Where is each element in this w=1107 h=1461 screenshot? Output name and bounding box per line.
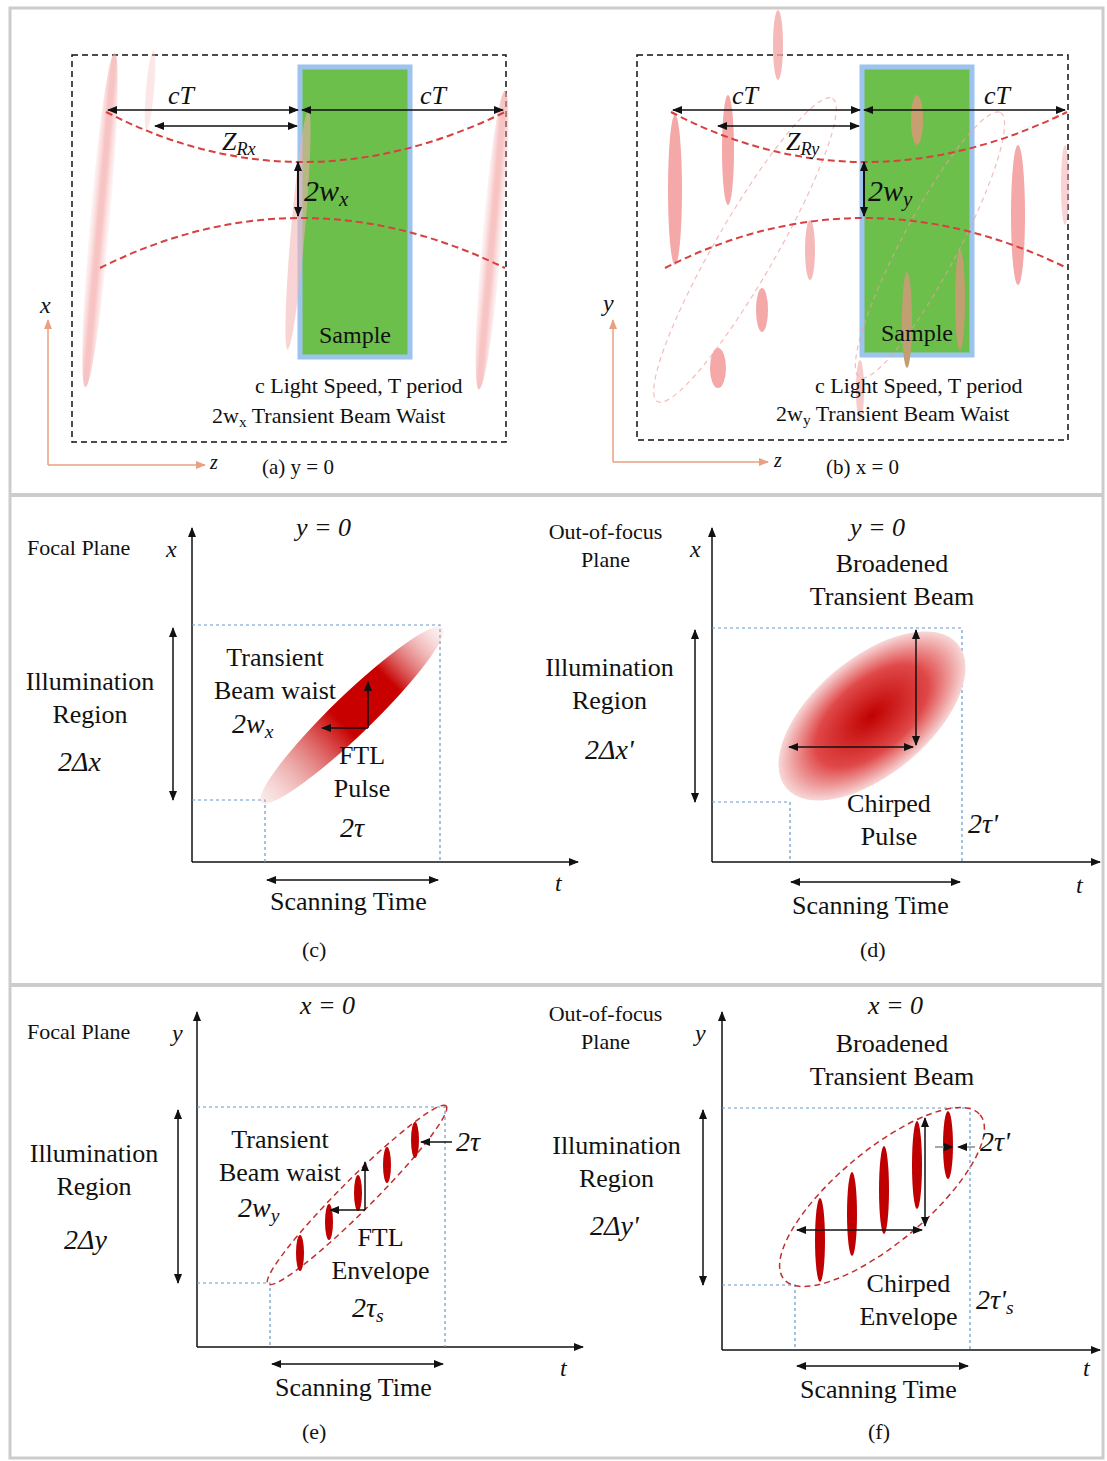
symbol-label: cT (168, 80, 194, 113)
symbol-label: x (40, 290, 51, 320)
text-label: (c) (302, 936, 326, 964)
text-label: Scanning Time (270, 886, 427, 919)
text-label: Scanning Time (792, 890, 949, 923)
text-label: (d) (860, 936, 886, 964)
text-label: (f) (868, 1418, 890, 1446)
text-label: FTL Pulse (322, 740, 402, 805)
text-label: (a) y = 0 (262, 454, 334, 480)
symbol-label: y = 0 (850, 512, 905, 545)
text-label: Scanning Time (800, 1374, 957, 1407)
sample-box: Sample (300, 67, 410, 357)
symbol-label: 2τ's (976, 1282, 1014, 1317)
symbol-label: y (603, 288, 614, 318)
symbol-label: 2Δx (58, 744, 101, 779)
text-label: (e) (302, 1418, 326, 1446)
symbol-label: 2τs (352, 1290, 384, 1325)
symbol-label: y (695, 1018, 706, 1048)
text-label: Scanning Time (275, 1372, 432, 1405)
symbol-label: cT (420, 80, 446, 113)
symbol-label: z (210, 450, 218, 475)
text-label: Broadened Transient Beam (792, 1028, 992, 1093)
text-label: Chirped Pulse (834, 788, 944, 853)
symbol-label: 2τ' (968, 806, 998, 841)
symbol-label: ZRx (222, 126, 256, 159)
text-label: c Light Speed, T period (815, 372, 1023, 400)
text-label: FTL Envelope (318, 1222, 443, 1287)
symbol-label: t (1076, 870, 1083, 900)
symbol-label: x = 0 (300, 990, 355, 1023)
symbol-label: 2τ' (980, 1124, 1010, 1159)
symbol-label: 2Δy (64, 1222, 107, 1257)
node-label: Sample (881, 320, 953, 347)
node-label: Sample (319, 322, 391, 349)
symbol-label: 2Δy' (590, 1208, 639, 1243)
symbol-label: t (555, 868, 562, 898)
symbol-label: ZRy (786, 126, 819, 159)
text-label: Illumination Region (14, 1138, 174, 1203)
symbol-label: y = 0 (296, 512, 351, 545)
text-label: Out-of-focus Plane (533, 1000, 678, 1055)
symbol-label: 2wx (304, 172, 348, 210)
symbol-label: cT (732, 80, 758, 113)
symbol-label: 2wx (232, 706, 273, 741)
symbol-label: x = 0 (868, 990, 923, 1023)
symbol-label: z (774, 448, 782, 473)
symbol-label: 2wy (238, 1190, 279, 1225)
text-label: Broadened Transient Beam (792, 548, 992, 613)
symbol-label: 2Δx' (585, 732, 634, 767)
text-label: 2wy Transient Beam Waist (776, 400, 1009, 428)
symbol-label: x (166, 534, 177, 564)
symbol-label: 2wy (868, 172, 912, 210)
symbol-label: y (172, 1018, 183, 1048)
text-label: Focal Plane (27, 1018, 130, 1046)
text-label: Illumination Region (534, 1130, 699, 1195)
symbol-label: 2τ (340, 810, 364, 845)
text-label: Out-of-focus Plane (533, 518, 678, 573)
symbol-label: 2τ (456, 1124, 480, 1159)
symbol-label: x (690, 534, 701, 564)
text-label: Illumination Region (527, 652, 692, 717)
text-label: 2wx Transient Beam Waist (212, 402, 445, 430)
sample-box: Sample (862, 67, 972, 355)
symbol-label: t (1083, 1353, 1090, 1383)
text-label: c Light Speed, T period (255, 372, 463, 400)
text-label: Focal Plane (27, 534, 130, 562)
text-label: Transient Beam waist (200, 642, 350, 707)
symbol-label: t (560, 1353, 567, 1383)
text-label: Chirped Envelope (846, 1268, 971, 1333)
symbol-label: cT (984, 80, 1010, 113)
text-label: (b) x = 0 (826, 454, 899, 480)
text-label: Transient Beam waist (205, 1124, 355, 1189)
text-label: Illumination Region (10, 666, 170, 731)
